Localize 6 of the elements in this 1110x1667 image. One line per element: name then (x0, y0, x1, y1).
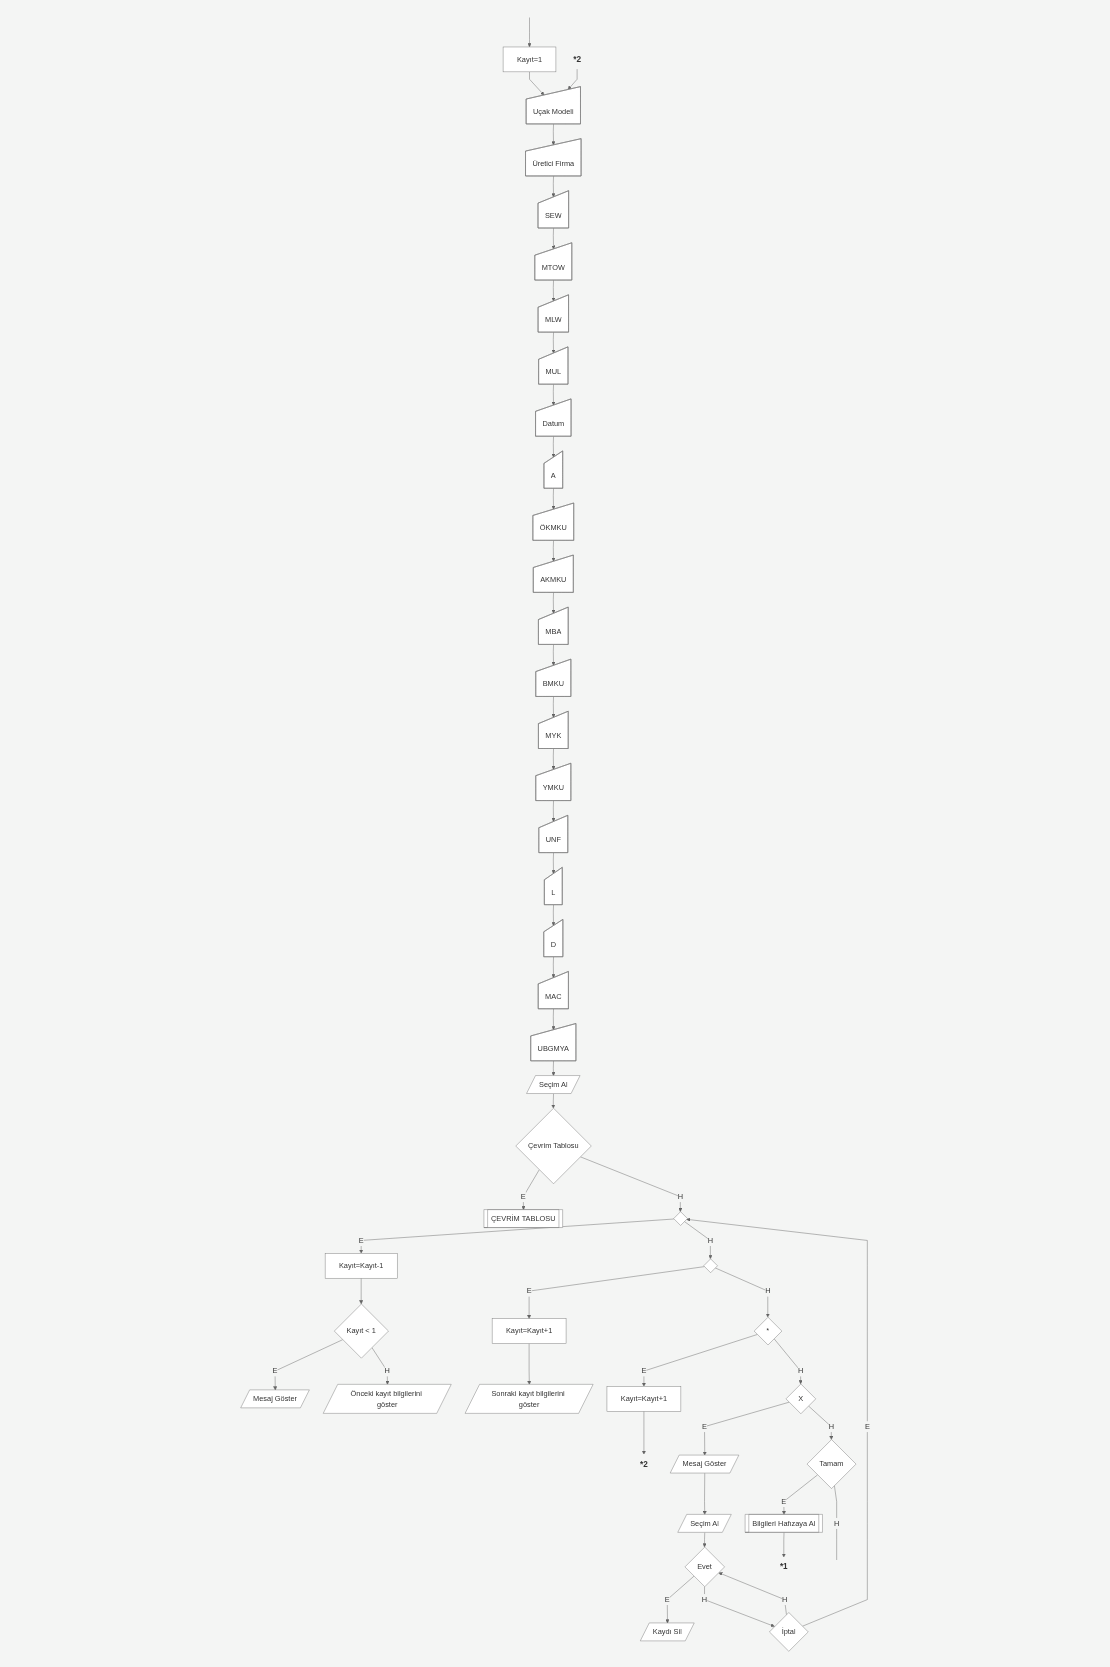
node-diamond (673, 1211, 688, 1226)
node-diamond (703, 1258, 718, 1273)
connector (833, 1485, 837, 1561)
node-text: *1 (779, 1562, 788, 1572)
node-text: *2 (639, 1459, 648, 1469)
node-text: *2 (572, 54, 581, 64)
